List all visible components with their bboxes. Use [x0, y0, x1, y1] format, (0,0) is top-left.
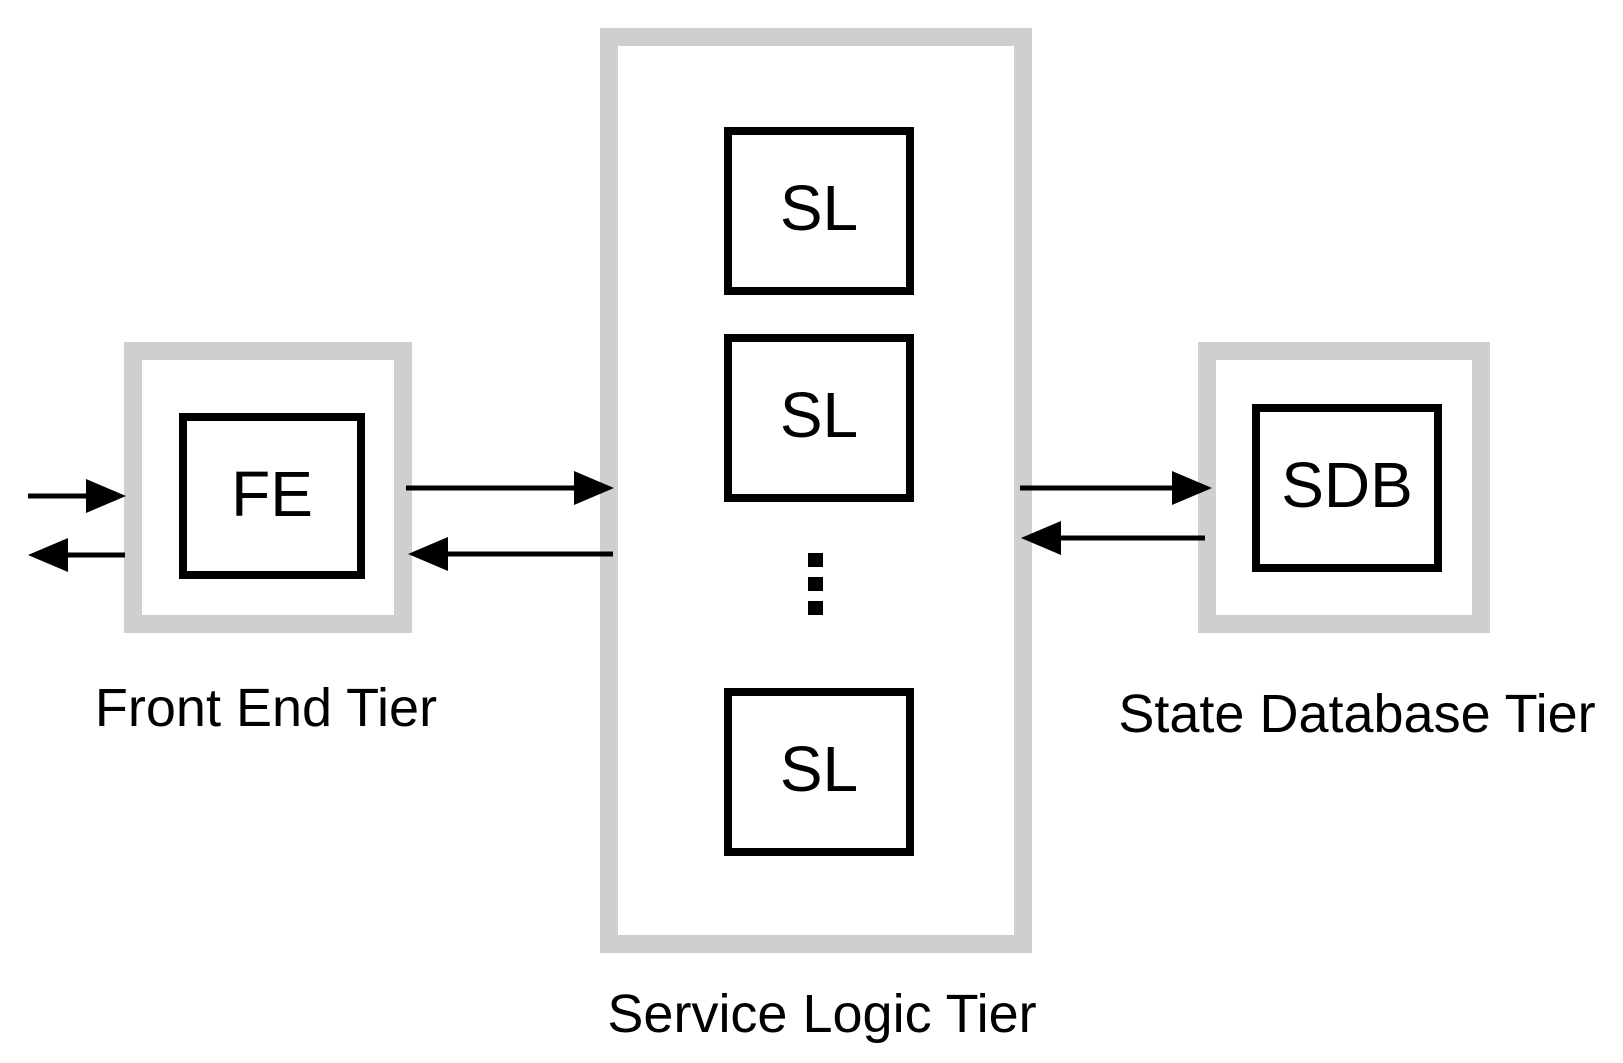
sl-to-fe-arrow: [408, 537, 613, 571]
state-database-tier-label: State Database Tier: [1118, 684, 1595, 744]
state-database-tier: SDB State Database Tier: [1118, 342, 1596, 744]
service-logic-tier: SL SL SL Service Logic Tier: [600, 28, 1037, 1044]
service-logic-tier-label: Service Logic Tier: [607, 984, 1036, 1044]
fe-node-box: [179, 413, 365, 579]
sdb-node-label: SDB: [1281, 449, 1413, 521]
sl-node-label-2: SL: [780, 379, 858, 451]
external-to-fe-arrow: [28, 479, 126, 513]
vertical-ellipsis-icon: [808, 553, 823, 615]
sl-to-sdb-arrow: [1020, 471, 1212, 505]
sdb-to-sl-arrow: [1021, 521, 1205, 555]
front-end-tier: FE Front End Tier: [95, 342, 437, 738]
sl-node-box-2: [724, 334, 914, 502]
front-end-tier-frame: [124, 342, 412, 633]
fe-node-label: FE: [231, 458, 313, 530]
fe-to-sl-arrow: [406, 471, 614, 505]
sl-node-label-1: SL: [780, 172, 858, 244]
fe-to-external-arrow: [28, 538, 125, 572]
sl-node-box-1: [724, 127, 914, 295]
sl-node-label-3: SL: [780, 733, 858, 805]
front-end-tier-label: Front End Tier: [95, 678, 437, 738]
sl-node-box-3: [724, 688, 914, 856]
sdb-node-box: [1252, 404, 1442, 572]
